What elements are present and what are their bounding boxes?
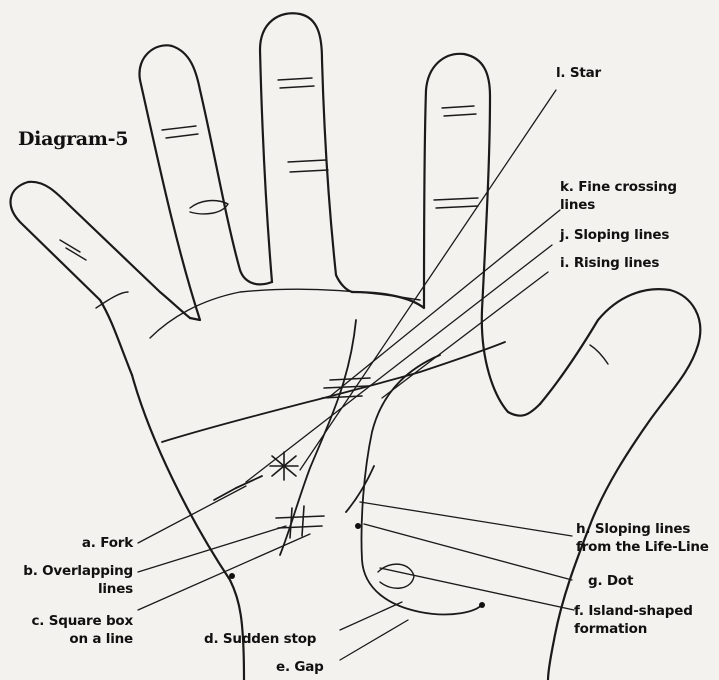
label-c-square-box: c. Square box on a line (32, 612, 134, 648)
finger-creases (60, 78, 608, 364)
dot-marks (229, 523, 485, 608)
label-i-rising-lines: i. Rising lines (560, 254, 659, 272)
label-k-fine-crossing-lines: k. Fine crossing lines (560, 178, 677, 214)
label-j-sloping-lines: j. Sloping lines (560, 226, 669, 244)
label-h-sloping-lines-life-line: h. Sloping lines from the Life-Line (576, 520, 709, 556)
leader-lines (138, 90, 574, 660)
diagram-title: Diagram-5 (18, 128, 128, 150)
label-b-overlapping-lines: b. Overlapping lines (23, 562, 133, 598)
label-e-gap: e. Gap (276, 658, 324, 676)
label-d-sudden-stop: d. Sudden stop (204, 630, 316, 648)
star-mark (270, 452, 298, 480)
palm-lines (162, 320, 505, 614)
label-g-dot: g. Dot (588, 572, 633, 590)
label-f-island-formation: f. Island-shaped formation (574, 602, 693, 638)
square-box-mark (276, 506, 324, 538)
label-l-star: l. Star (556, 64, 601, 82)
label-a-fork: a. Fork (82, 534, 133, 552)
island-mark (378, 564, 414, 588)
